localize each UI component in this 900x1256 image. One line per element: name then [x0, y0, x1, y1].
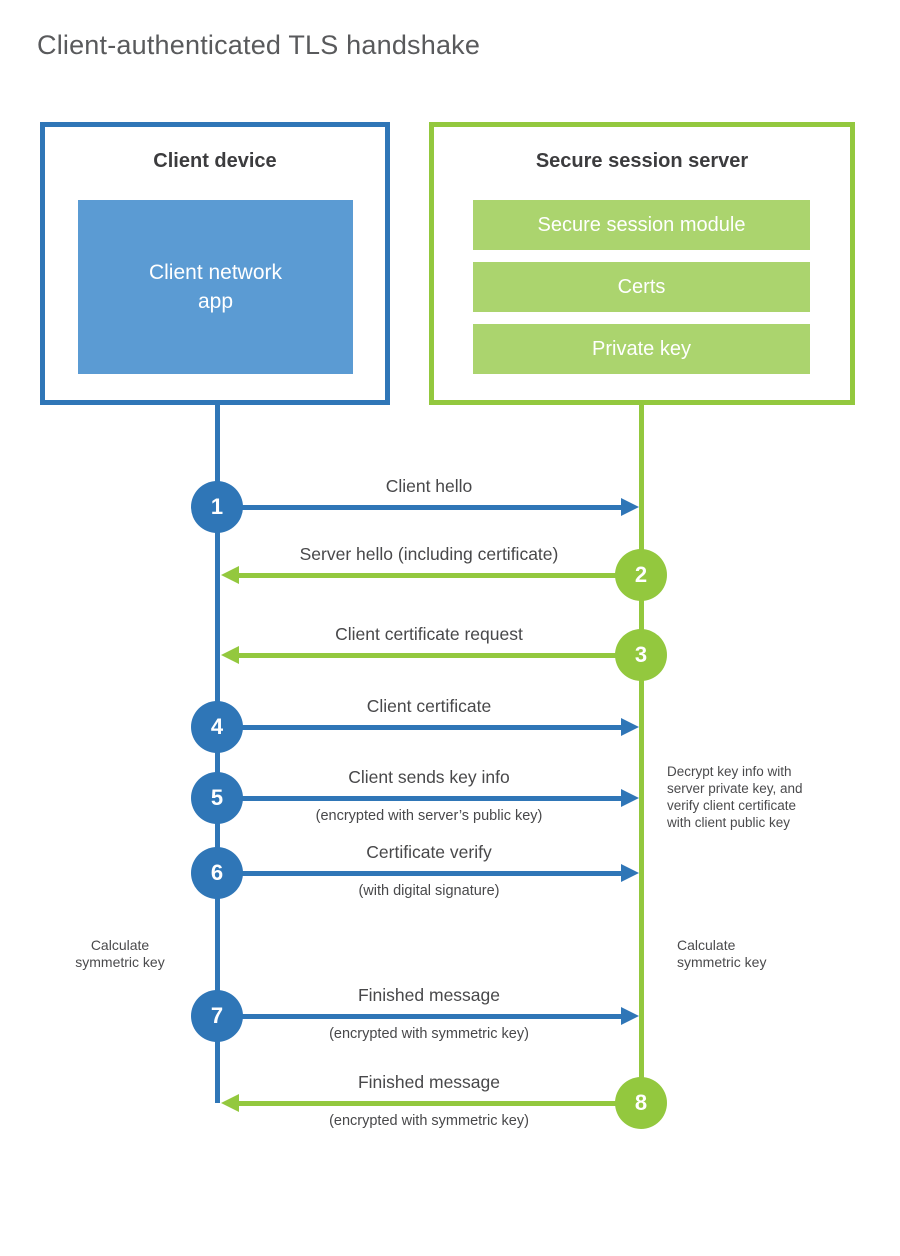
message-8-sublabel: (encrypted with symmetric key)	[329, 1113, 529, 1129]
client-lifeline	[215, 405, 220, 1103]
message-6-arrow-line	[217, 871, 621, 876]
message-2-label: Server hello (including certificate)	[299, 544, 559, 564]
message-7-arrow-head-icon	[621, 1007, 639, 1025]
message-1-label: Client hello	[385, 476, 473, 496]
step-8-badge: 8	[615, 1077, 667, 1129]
step-4-badge: 4	[191, 701, 243, 753]
server-modules: Secure session module Certs Private key	[473, 200, 810, 386]
message-6-sublabel: (with digital signature)	[358, 883, 500, 899]
step-2-badge: 2	[615, 549, 667, 601]
message-2-arrow-head-icon	[221, 566, 239, 584]
message-4-arrow-head-icon	[621, 718, 639, 736]
step-6-badge: 6	[191, 847, 243, 899]
message-8-arrow-line	[239, 1101, 641, 1106]
client-device-title: Client device	[153, 150, 277, 172]
message-6-label: Certificate verify	[366, 842, 492, 862]
note-decrypt-key-info: Decrypt key info with server private key…	[667, 764, 803, 830]
step-5-badge: 5	[191, 772, 243, 824]
message-5-label: Client sends key info	[348, 767, 510, 787]
message-8-arrow-head-icon	[221, 1094, 239, 1112]
message-7-arrow-line	[217, 1014, 621, 1019]
message-1-arrow-head-icon	[621, 498, 639, 516]
page-title: Client-authenticated TLS handshake	[37, 30, 481, 60]
server-module-certs: Certs	[473, 262, 810, 312]
message-1-arrow-line	[217, 505, 621, 510]
message-5-arrow-head-icon	[621, 789, 639, 807]
message-7-label: Finished message	[357, 985, 501, 1005]
message-2-arrow-line	[239, 573, 641, 578]
step-3-badge: 3	[615, 629, 667, 681]
message-8-label: Finished message	[357, 1072, 501, 1092]
note-calculate-symmetric-key-server: Calculate symmetric key	[677, 937, 767, 970]
client-device-box: Client device Client network app	[40, 122, 390, 405]
message-7-sublabel: (encrypted with symmetric key)	[329, 1026, 529, 1042]
message-4-arrow-line	[217, 725, 621, 730]
note-calculate-symmetric-key-client: Calculate symmetric key	[75, 937, 165, 970]
step-1-badge: 1	[191, 481, 243, 533]
server-title: Secure session server	[535, 150, 749, 172]
message-5-sublabel: (encrypted with server’s public key)	[315, 808, 543, 824]
message-3-arrow-line	[239, 653, 641, 658]
step-7-badge: 7	[191, 990, 243, 1042]
server-module-secure-session: Secure session module	[473, 200, 810, 250]
message-3-arrow-head-icon	[221, 646, 239, 664]
client-network-app-box: Client network app	[78, 200, 353, 374]
message-4-label: Client certificate	[366, 696, 492, 716]
server-box: Secure session server Secure session mod…	[429, 122, 855, 405]
message-6-arrow-head-icon	[621, 864, 639, 882]
server-module-private-key: Private key	[473, 324, 810, 374]
message-5-arrow-line	[217, 796, 621, 801]
server-lifeline	[639, 405, 644, 1104]
message-3-label: Client certificate request	[335, 624, 523, 644]
